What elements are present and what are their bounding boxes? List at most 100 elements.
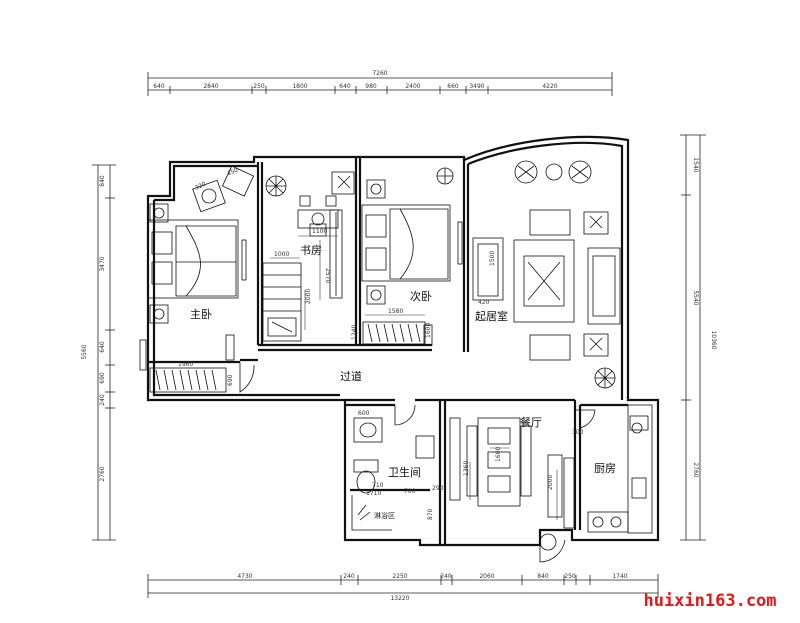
dining-cabinet-icon <box>449 417 461 501</box>
dim-450: 450 <box>226 167 240 178</box>
bottom-segment-dim: 240 <box>440 573 452 580</box>
dim-690: 690 <box>227 374 234 386</box>
furniture <box>139 160 653 551</box>
dim-1100: 1100 <box>312 228 327 235</box>
armchair-icon <box>192 165 255 213</box>
toilet-icon <box>353 459 379 494</box>
top-total-dim: 7260 <box>372 70 387 77</box>
top-segment-dim: 660 <box>447 83 459 90</box>
study-bookshelf-icon <box>329 209 343 299</box>
room-label-dining-room: 餐厅 <box>520 415 542 429</box>
room-label-living-room: 起居室 <box>475 309 508 323</box>
dim-420: 420 <box>478 299 490 306</box>
bottom-segment-dim: 2060 <box>479 573 494 580</box>
dim-1710: 1710 <box>366 490 381 497</box>
top-segment-dim: 4220 <box>542 83 557 90</box>
interior-dimension-texts: 1100 1000 2570 2000 1580 1960 690 1600 1… <box>178 167 584 520</box>
sideboard-icon <box>547 454 563 518</box>
second-wardrobe-icon <box>362 321 426 345</box>
washer-icon <box>415 435 435 459</box>
walls <box>146 135 660 547</box>
room-label-study: 书房 <box>300 244 322 257</box>
top-segment-dim: 980 <box>365 83 377 90</box>
dim-870: 870 <box>427 508 434 520</box>
master-bed-icon <box>147 219 239 299</box>
interior-dimension-lines <box>150 235 558 520</box>
dim-290: 290 <box>432 485 444 492</box>
left-dimension-lines <box>92 164 116 541</box>
top-segment-dim: 640 <box>339 83 351 90</box>
top-segment-dims: 640 2840 250 1800 640 980 2400 660 3490 4220 <box>153 83 558 90</box>
left-segment-dim: 640 <box>99 341 106 353</box>
dim-1600b: 1600 <box>495 447 502 462</box>
bottom-segment-dims: 4730 240 2250 240 2060 840 250 1740 <box>237 573 627 580</box>
top-segment-dim: 2400 <box>405 83 420 90</box>
left-segment-dim: 3470 <box>99 256 106 271</box>
dim-710: 710 <box>372 482 384 489</box>
top-segment-dim: 2840 <box>203 83 218 90</box>
rug-icon <box>513 239 575 323</box>
dim-2000b: 2000 <box>547 475 554 490</box>
bottom-total-dim: 13220 <box>390 595 409 602</box>
bottom-dimension-lines <box>147 574 659 598</box>
dim-600: 600 <box>358 410 370 417</box>
dim-1000: 1000 <box>274 251 289 258</box>
right-segment-dims: 1540 5540 2760 <box>692 157 699 477</box>
room-label-kitchen: 厨房 <box>594 462 616 475</box>
bottom-segment-dim: 250 <box>564 573 576 580</box>
right-dimension-lines <box>680 134 706 541</box>
sofa-icon <box>529 209 621 361</box>
top-segment-dim: 1800 <box>292 83 307 90</box>
right-segment-dim: 5540 <box>692 290 699 305</box>
right-segment-dim: 2760 <box>692 462 699 477</box>
master-tv-icon <box>241 239 247 281</box>
top-segment-dim: 3490 <box>469 83 484 90</box>
plant-icon <box>265 167 616 389</box>
dim-2000a: 2000 <box>305 289 312 304</box>
watermark: huixin163.com <box>643 591 776 611</box>
shower-icon <box>351 495 392 531</box>
right-total-dim: 10360 <box>710 330 717 349</box>
sink-icon <box>353 417 383 443</box>
dim-1600: 1600 <box>425 323 432 338</box>
left-segment-dim: 240 <box>99 394 106 406</box>
bottom-segment-dim: 1740 <box>612 573 627 580</box>
doors <box>225 324 596 563</box>
dim-320: 320 <box>194 181 208 192</box>
dim-1960: 1960 <box>178 361 193 368</box>
dim-1360: 1360 <box>463 461 470 476</box>
second-nightstand-icon <box>366 179 386 305</box>
left-segment-dim: 690 <box>99 372 106 384</box>
room-label-shower-area: 淋浴区 <box>374 511 395 520</box>
study-daybed-icon <box>262 262 302 342</box>
dim-1580: 1580 <box>388 308 403 315</box>
dining-table-icon <box>466 417 532 507</box>
second-bed-icon <box>361 204 451 282</box>
left-segment-dim: 2760 <box>99 466 106 481</box>
top-dimension-lines <box>147 72 613 96</box>
bottom-segment-dim: 2250 <box>392 573 407 580</box>
dim-300: 300 <box>572 429 584 436</box>
bottom-segment-dim: 240 <box>343 573 355 580</box>
master-wardrobe-icon <box>149 367 227 393</box>
top-segment-dim: 640 <box>153 83 165 90</box>
left-segment-dim: 840 <box>99 175 106 187</box>
tv-cabinet-icon <box>472 237 504 301</box>
left-segment-dims: 840 3470 640 690 240 2760 <box>99 175 106 482</box>
room-label-bathroom: 卫生间 <box>388 465 421 479</box>
right-segment-dim: 1540 <box>692 157 699 172</box>
dim-2570: 2570 <box>324 268 331 283</box>
master-nightstand-icon <box>149 203 169 324</box>
dim-700: 700 <box>404 488 416 495</box>
kitchen-counter-icon <box>587 404 653 534</box>
room-label-master-bedroom: 主卧 <box>190 308 212 321</box>
top-segment-dim: 250 <box>253 83 265 90</box>
bottom-segment-dim: 4730 <box>237 573 252 580</box>
left-total-dim: 5560 <box>81 344 88 359</box>
study-desk-icon <box>297 171 355 237</box>
bay-window-chairs-icon <box>514 160 592 184</box>
room-label-hallway: 过道 <box>340 369 362 383</box>
bottom-segment-dim: 840 <box>537 573 549 580</box>
dim-1500: 1500 <box>489 251 496 266</box>
